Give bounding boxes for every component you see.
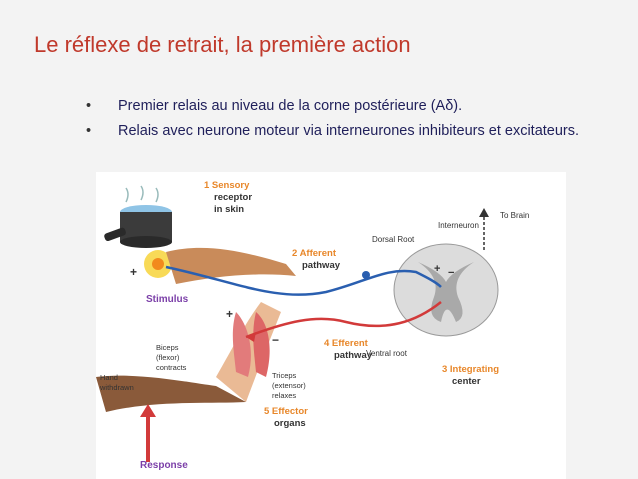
plus-sign: + (226, 307, 233, 321)
response-label: Response (140, 460, 188, 471)
to-brain-label: To Brain (500, 211, 529, 220)
triceps-label-1: Triceps (272, 371, 297, 380)
effector-organs-label: 5 Effector (264, 406, 308, 417)
hand-withdrawn-label-2: withdrawn (99, 383, 134, 392)
stimulus-spark-icon (144, 250, 172, 278)
triceps-label-3: relaxes (272, 391, 296, 400)
plus-sign: + (130, 265, 137, 279)
ganglion-dot (362, 271, 370, 279)
dorsal-root-label: Dorsal Root (372, 235, 415, 244)
efferent-arrow (246, 332, 256, 342)
to-brain-arrow (479, 208, 489, 217)
effector-organs-label-2: organs (274, 418, 306, 429)
afferent-pathway-label: 2 Afferent (292, 248, 337, 259)
stimulus-label: Stimulus (146, 294, 189, 305)
arm-bottom (96, 375, 246, 412)
slide-title: Le réflexe de retrait, la première actio… (34, 32, 411, 57)
minus-sign: − (448, 267, 454, 279)
biceps-label-2: (flexor) (156, 353, 180, 362)
bullet-icon: • (86, 123, 92, 139)
integrating-center-label: 3 Integrating (442, 364, 499, 375)
bullet-item: • Premier relais au niveau de la corne p… (86, 97, 606, 116)
sensory-receptor-label: 1 Sensory (204, 180, 250, 191)
biceps-label-3: contracts (156, 363, 187, 372)
reflex-arc-diagram: 1 Sensory receptor in skin 2 Afferent pa… (96, 172, 566, 479)
bullet-text: Relais avec neurone moteur via interneur… (118, 123, 580, 139)
bullet-list: • Premier relais au niveau de la corne p… (86, 97, 606, 147)
bullet-text: Premier relais au niveau de la corne pos… (118, 98, 463, 114)
minus-sign: − (272, 333, 279, 347)
triceps-label-2: (extensor) (272, 381, 306, 390)
sensory-receptor-label-2: receptor (214, 192, 252, 203)
bullet-item: • Relais avec neurone moteur via interne… (86, 122, 606, 141)
efferent-nerve (245, 301, 442, 339)
bullet-icon: • (86, 98, 92, 114)
ventral-root-label: Ventral root (366, 349, 408, 358)
sensory-receptor-label-3: in skin (214, 204, 244, 215)
efferent-pathway-label: 4 Efferent (324, 338, 369, 349)
hot-pot-icon (104, 185, 172, 248)
plus-sign: + (434, 263, 440, 275)
integrating-center-label-2: center (452, 376, 481, 387)
response-arrow (140, 404, 156, 417)
biceps-label-1: Biceps (156, 343, 179, 352)
efferent-pathway-label-2: pathway (334, 350, 373, 361)
diagram-background (96, 172, 566, 479)
afferent-pathway-label-2: pathway (302, 260, 341, 271)
triceps-muscle (253, 312, 270, 377)
biceps-muscle (232, 312, 251, 377)
afferent-nerve (165, 265, 442, 296)
hand-withdrawn-label-1: Hand (100, 373, 118, 382)
spinal-cord (393, 243, 499, 337)
interneuron-label: Interneuron (438, 221, 479, 230)
